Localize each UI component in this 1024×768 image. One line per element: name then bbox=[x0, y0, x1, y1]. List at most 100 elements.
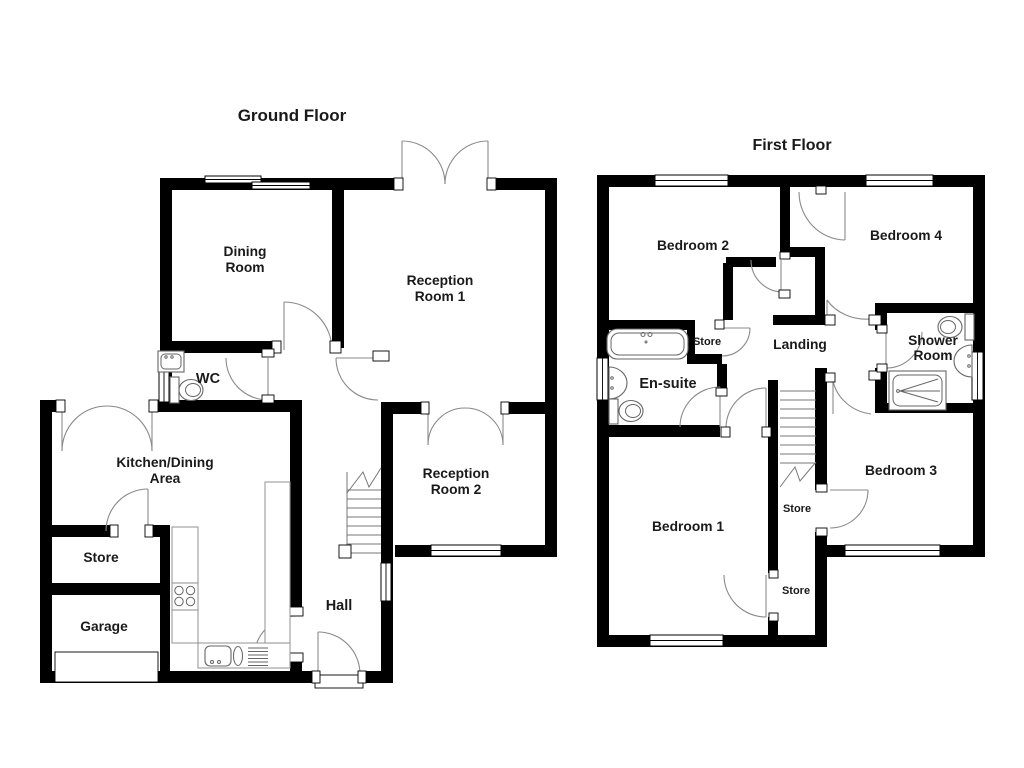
door-swing-store bbox=[105, 488, 149, 532]
door-jamb bbox=[768, 612, 779, 622]
stair-newel bbox=[338, 544, 352, 559]
first-floor-jambs bbox=[714, 185, 888, 622]
kitchen-counter bbox=[171, 609, 199, 644]
stair-break-line bbox=[346, 467, 382, 494]
wall-segment bbox=[783, 247, 825, 257]
kitchen-counter bbox=[171, 526, 199, 584]
door-jamb bbox=[815, 483, 828, 493]
window bbox=[971, 351, 984, 401]
ensuite-fixtures bbox=[606, 328, 689, 425]
door-jamb bbox=[393, 177, 404, 191]
door-jamb bbox=[329, 340, 342, 354]
french-doors-reception1 bbox=[401, 140, 489, 185]
door-jamb bbox=[261, 394, 275, 404]
door-jamb bbox=[876, 324, 888, 334]
stair-break-line bbox=[779, 461, 817, 488]
room-label-store-mid: Store bbox=[783, 503, 811, 515]
window bbox=[649, 634, 724, 647]
door-jamb bbox=[714, 319, 725, 330]
wall-segment bbox=[723, 263, 733, 320]
shower-room-fixtures bbox=[888, 313, 975, 411]
door-swing-store-mid bbox=[829, 489, 869, 529]
window bbox=[654, 174, 729, 187]
basin bbox=[157, 350, 185, 373]
room-label-dining: Dining bbox=[224, 244, 267, 259]
room-label-reception1-2: Room 1 bbox=[415, 289, 466, 304]
room-label-shower-2: Room bbox=[913, 348, 952, 363]
window bbox=[844, 544, 941, 557]
room-label-garage: Garage bbox=[80, 619, 128, 634]
door-jamb bbox=[824, 372, 836, 383]
door-jamb bbox=[288, 652, 304, 663]
wall-segment bbox=[160, 525, 170, 671]
door-swing-front bbox=[317, 631, 361, 675]
door-swing-reception1 bbox=[335, 357, 379, 401]
wall-segment bbox=[381, 402, 428, 414]
ground-floor-windows bbox=[158, 175, 502, 602]
wall-segment bbox=[381, 402, 393, 683]
door-jamb bbox=[288, 606, 304, 617]
door-jamb bbox=[715, 387, 728, 397]
door-jamb bbox=[486, 177, 497, 191]
wall-segment bbox=[332, 178, 344, 348]
first-floor-labels: Bedroom 2 Bedroom 4 En-suite Store Landi… bbox=[639, 228, 958, 597]
wall-segment bbox=[52, 525, 117, 537]
room-label-ensuite: En-suite bbox=[639, 376, 696, 392]
door-jamb bbox=[768, 569, 779, 579]
door-jamb bbox=[271, 340, 282, 354]
ground-floor-jambs bbox=[55, 177, 510, 684]
wc-fixtures bbox=[157, 350, 204, 404]
door-jamb bbox=[261, 348, 275, 358]
wall-segment bbox=[687, 320, 695, 362]
first-floor-plan: First Floor bbox=[596, 137, 985, 647]
window bbox=[865, 174, 934, 187]
garage-door bbox=[54, 651, 159, 683]
wall-segment bbox=[815, 532, 827, 557]
room-label-store-upper: Store bbox=[693, 336, 721, 348]
first-floor-title: First Floor bbox=[752, 137, 831, 154]
door-jamb bbox=[109, 524, 119, 538]
door-jamb bbox=[420, 401, 430, 415]
first-floor-doors bbox=[679, 191, 923, 618]
ground-floor-stairs bbox=[338, 467, 382, 559]
wall-segment bbox=[717, 364, 727, 392]
door-swing-bedroom3 bbox=[832, 380, 872, 415]
room-label-bedroom4: Bedroom 4 bbox=[870, 228, 942, 243]
room-label-bedroom1: Bedroom 1 bbox=[652, 519, 724, 534]
ground-floor-doors bbox=[61, 140, 504, 675]
wall-segment bbox=[160, 341, 280, 353]
door-jamb bbox=[778, 289, 791, 299]
room-label-bedroom3: Bedroom 3 bbox=[865, 463, 937, 478]
drainer bbox=[248, 647, 268, 666]
door-jamb bbox=[779, 251, 791, 260]
door-swing-store-lower bbox=[723, 574, 767, 618]
wall-segment bbox=[609, 320, 690, 330]
toilet bbox=[169, 376, 204, 404]
room-label-reception1: Reception bbox=[407, 273, 474, 288]
door-jamb bbox=[372, 350, 390, 362]
wall-segment bbox=[52, 583, 160, 595]
window bbox=[251, 181, 311, 190]
wall-segment bbox=[815, 368, 827, 490]
wall-segment bbox=[40, 400, 52, 683]
room-label-bedroom2: Bedroom 2 bbox=[657, 238, 729, 253]
wall-segment bbox=[780, 187, 790, 257]
wall-segment bbox=[768, 617, 778, 635]
door-jamb bbox=[148, 399, 159, 413]
shower-tray bbox=[888, 370, 947, 411]
wall-segment bbox=[815, 257, 825, 325]
hob bbox=[171, 582, 199, 611]
toilet bbox=[608, 398, 644, 425]
door-jamb bbox=[500, 401, 510, 415]
door-jamb bbox=[720, 426, 731, 438]
wall-segment bbox=[290, 400, 302, 615]
door-jamb bbox=[311, 670, 321, 684]
wall-segment bbox=[773, 315, 833, 325]
wall-segment bbox=[362, 671, 393, 683]
room-label-wc: WC bbox=[196, 371, 221, 387]
first-floor-windows bbox=[596, 174, 984, 647]
wall-segment bbox=[768, 380, 778, 573]
door-jamb bbox=[868, 314, 882, 326]
door-swing-bedroom4 bbox=[798, 191, 846, 241]
